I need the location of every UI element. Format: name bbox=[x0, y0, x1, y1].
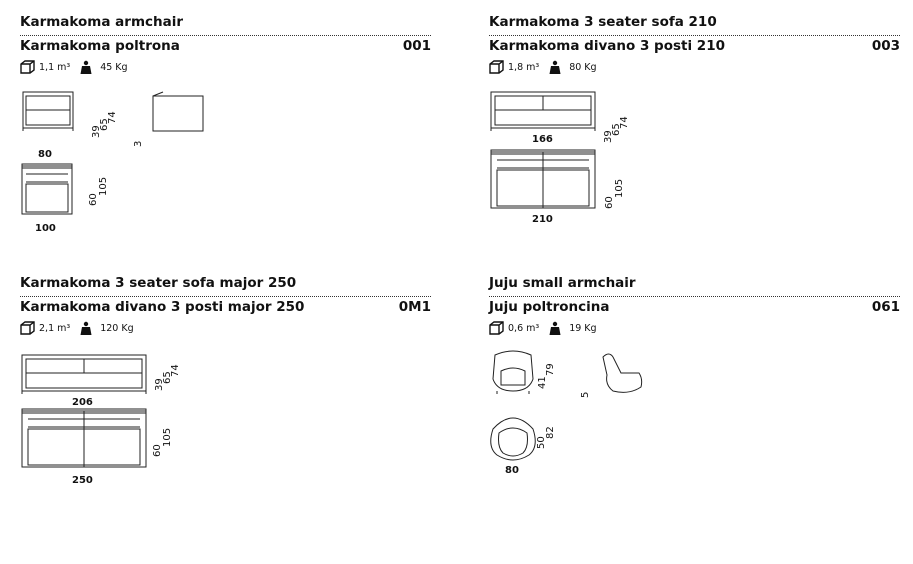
height-dimensions: 41 79 bbox=[537, 363, 556, 389]
title-divider bbox=[20, 35, 431, 36]
top-view-drawing bbox=[490, 417, 536, 461]
front-view-drawing bbox=[490, 91, 596, 131]
weight-value: 19 Kg bbox=[569, 322, 597, 334]
height-arm-label: 65 bbox=[162, 371, 173, 384]
depth-seat-label: 60 bbox=[152, 444, 163, 457]
height-dimensions: 39 65 74 bbox=[91, 111, 118, 138]
height-seat-label: 39 bbox=[91, 125, 102, 138]
product-title-it: Karmakoma poltrona bbox=[20, 38, 180, 54]
height-seat-label: 41 bbox=[537, 376, 548, 389]
product-card-003: Karmakoma 3 seater sofa 210 Karmakoma di… bbox=[489, 14, 900, 234]
volume-value: 1,8 m³ bbox=[508, 61, 540, 73]
volume-value: 0,6 m³ bbox=[508, 322, 540, 334]
volume-value: 2,1 m³ bbox=[39, 322, 71, 334]
title-divider bbox=[489, 296, 900, 297]
weight-icon bbox=[549, 321, 561, 335]
product-specs: 0,6 m³ 19 Kg bbox=[489, 321, 597, 335]
depth-total-label: 105 bbox=[614, 179, 625, 198]
box-volume-icon bbox=[20, 321, 35, 335]
box-volume-icon bbox=[489, 321, 504, 335]
front-view-drawing bbox=[492, 350, 534, 394]
width-front-label: 80 bbox=[38, 149, 52, 160]
product-title-it: Juju poltroncina bbox=[489, 299, 610, 315]
product-specs: 1,8 m³ 80 Kg bbox=[489, 60, 597, 74]
depth-total-label: 82 bbox=[545, 426, 556, 439]
product-specs: 1,1 m³ 45 Kg bbox=[20, 60, 128, 74]
product-card-061: Juju small armchair Juju poltroncina 061… bbox=[489, 275, 900, 495]
height-arm-label: 65 bbox=[611, 123, 622, 136]
top-view-drawing bbox=[490, 149, 596, 209]
width-top-label: 80 bbox=[505, 465, 519, 476]
title-divider bbox=[489, 35, 900, 36]
depth-total-label: 105 bbox=[98, 177, 109, 196]
product-drawings: 80 39 65 74 3 100 60 105 bbox=[21, 91, 204, 234]
weight-icon bbox=[80, 60, 92, 74]
volume-value: 1,1 m³ bbox=[39, 61, 71, 73]
product-drawings: 166 39 65 74 210 60 105 bbox=[490, 91, 630, 225]
width-top-label: 250 bbox=[72, 475, 93, 486]
height-total-label: 74 bbox=[619, 116, 630, 129]
height-dimensions: 39 65 74 bbox=[603, 116, 630, 143]
product-title-en: Karmakoma 3 seater sofa major 250 bbox=[20, 275, 297, 291]
product-card-001: Karmakoma armchair Karmakoma poltrona 00… bbox=[20, 14, 431, 234]
product-code: 003 bbox=[871, 38, 900, 54]
product-code: 0M1 bbox=[398, 299, 431, 315]
box-volume-icon bbox=[489, 60, 504, 74]
width-front-label: 206 bbox=[72, 397, 93, 408]
height-seat-label: 39 bbox=[154, 378, 165, 391]
weight-value: 120 Kg bbox=[100, 322, 134, 334]
height-arm-label: 65 bbox=[99, 118, 110, 131]
depth-seat-label: 50 bbox=[536, 436, 547, 449]
box-volume-icon bbox=[20, 60, 35, 74]
depth-seat-label: 60 bbox=[604, 196, 615, 209]
product-title-it: Karmakoma divano 3 posti 210 bbox=[489, 38, 725, 54]
front-view-drawing bbox=[22, 91, 74, 131]
height-total-label: 74 bbox=[170, 364, 181, 377]
side-view-drawing bbox=[152, 91, 204, 132]
front-view-drawing bbox=[21, 354, 147, 394]
product-code: 061 bbox=[871, 299, 900, 315]
product-specs: 2,1 m³ 120 Kg bbox=[20, 321, 134, 335]
weight-value: 45 Kg bbox=[100, 61, 128, 73]
width-top-label: 210 bbox=[532, 214, 553, 225]
width-top-label: 100 bbox=[35, 223, 56, 234]
product-title-en: Juju small armchair bbox=[489, 275, 636, 291]
product-code: 001 bbox=[402, 38, 431, 54]
side-label: 3 bbox=[133, 141, 144, 147]
top-view-drawing bbox=[21, 408, 147, 468]
product-drawings: 206 39 65 74 250 60 105 bbox=[21, 354, 181, 486]
product-title-en: Karmakoma armchair bbox=[20, 14, 184, 30]
top-view-drawing bbox=[21, 163, 73, 215]
title-divider bbox=[20, 296, 431, 297]
width-front-label: 166 bbox=[532, 134, 553, 145]
side-view-drawing bbox=[602, 353, 643, 393]
product-title-en: Karmakoma 3 seater sofa 210 bbox=[489, 14, 717, 30]
product-title-it: Karmakoma divano 3 posti major 250 bbox=[20, 299, 305, 315]
height-dimensions: 39 65 74 bbox=[154, 364, 181, 391]
product-drawings: 41 79 5 80 50 82 bbox=[490, 350, 643, 476]
weight-icon bbox=[549, 60, 561, 74]
depth-seat-label: 60 bbox=[88, 193, 99, 206]
height-total-label: 79 bbox=[545, 363, 556, 376]
height-seat-label: 39 bbox=[603, 130, 614, 143]
depth-total-label: 105 bbox=[162, 428, 173, 447]
product-card-0M1: Karmakoma 3 seater sofa major 250 Karmak… bbox=[20, 275, 431, 495]
weight-icon bbox=[80, 321, 92, 335]
height-total-label: 74 bbox=[107, 111, 118, 124]
side-label: 5 bbox=[580, 392, 591, 398]
weight-value: 80 Kg bbox=[569, 61, 597, 73]
